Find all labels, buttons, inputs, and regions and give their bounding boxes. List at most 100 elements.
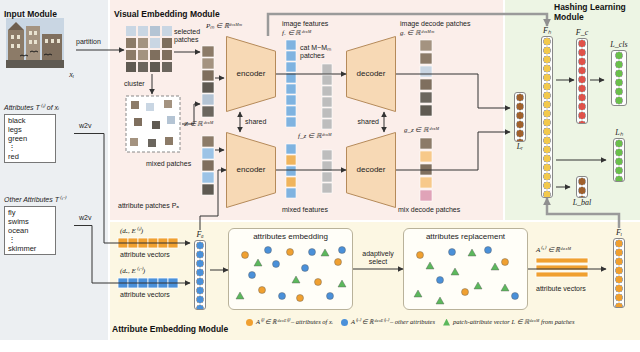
float-label: mixed features bbox=[282, 206, 328, 214]
point-cloud bbox=[236, 247, 519, 305]
connector bbox=[353, 269, 403, 270]
list-item: ⋮ bbox=[8, 235, 52, 244]
vector-column: Fₐ bbox=[190, 230, 210, 310]
trapezoid-block: decoder bbox=[346, 132, 396, 208]
key-swatch bbox=[246, 319, 253, 326]
float-label: A⁽ˢ⁾ ∈ ℝᵈᵃˣᴹ bbox=[536, 246, 571, 254]
float-label: f_z ∈ ℝᵈᵛˣᴹ bbox=[298, 132, 332, 140]
vector-column: Fᵢ bbox=[606, 228, 632, 308]
float-label: partition bbox=[76, 38, 101, 46]
connector bbox=[556, 187, 570, 188]
node-text: attributes embedding bbox=[229, 232, 352, 242]
vector-bar bbox=[611, 50, 627, 106]
connector-label: shared bbox=[357, 118, 380, 126]
word-list: blacklegsgreen⋮red bbox=[4, 114, 56, 163]
vector-bar bbox=[576, 38, 588, 124]
key-swatch bbox=[443, 319, 450, 326]
float-label: mix decode patches bbox=[398, 206, 460, 214]
connector-label: adaptively select bbox=[355, 250, 401, 266]
rounded-box: attributes replacement bbox=[403, 228, 528, 310]
list-item: skimmer bbox=[8, 244, 52, 253]
node-text: Fₐ bbox=[196, 230, 203, 240]
key-block: A⁽ⁱ⁾ ∈ ℝᵈᵃˣᴱ⁽ⁱ⁾ – attributes of xᵢ A⁽ⁱ⁻⁾ … bbox=[246, 318, 638, 326]
connector bbox=[268, 14, 547, 36]
node-text: Fᵢ bbox=[616, 228, 622, 238]
float-label: selected patches bbox=[174, 28, 202, 44]
float-label: attribute vectors bbox=[120, 251, 170, 259]
float-label: Z ∈ ℝᵈᵛˣᴹ bbox=[184, 120, 213, 128]
connector bbox=[396, 74, 510, 108]
connector bbox=[276, 170, 346, 171]
vector-column: L_bal bbox=[570, 176, 594, 208]
float-label: w2v bbox=[79, 122, 91, 130]
node-text: decoder bbox=[357, 165, 386, 175]
float-label: fₓ ∈ ℝᵈᵛˣᴹ bbox=[282, 29, 312, 37]
float-label: (dₐ, E⁽ⁱ⁾) bbox=[120, 227, 143, 235]
trapezoid-block: encoder bbox=[226, 36, 276, 112]
list-heading: Attributes T⁽ⁱ⁾ of xᵢ bbox=[4, 104, 74, 112]
connector bbox=[396, 132, 510, 170]
trapezoid-block: encoder bbox=[226, 132, 276, 208]
list-item: black bbox=[8, 116, 52, 125]
photo-art bbox=[6, 18, 64, 68]
list-item: ocean bbox=[8, 226, 52, 235]
connector bbox=[240, 112, 241, 132]
list-item: green bbox=[8, 134, 52, 143]
node-text: Lₕ bbox=[615, 128, 622, 138]
patch-columns bbox=[202, 40, 432, 201]
rounded-box: attributes embedding bbox=[228, 228, 353, 310]
connector bbox=[590, 80, 604, 81]
list-item: ⋮ bbox=[8, 143, 52, 152]
connector-label: shared bbox=[244, 118, 267, 126]
float-label: image features bbox=[282, 20, 328, 28]
float-label: image decode patches bbox=[400, 20, 470, 28]
group-box bbox=[126, 96, 180, 152]
float-label: w2v bbox=[79, 214, 91, 222]
node-text: Lᵣ bbox=[517, 142, 523, 152]
key-text: A⁽ⁱ⁻⁾ ∈ ℝᵈᵃˣᴱ⁽ⁱ⁻⁾ – other attributes bbox=[351, 318, 435, 326]
vector-column: Lₕ bbox=[606, 128, 632, 182]
connector bbox=[200, 170, 226, 230]
key-row: A⁽ⁱ⁻⁾ ∈ ℝᵈᵃˣᴱ⁽ⁱ⁻⁾ – other attributes bbox=[341, 318, 435, 326]
key-swatch bbox=[341, 319, 348, 326]
connector bbox=[556, 160, 606, 161]
vector-bar bbox=[576, 176, 588, 198]
node-text: L_cls bbox=[610, 40, 627, 50]
vector-column: Fₕ bbox=[538, 26, 556, 198]
vector-bar bbox=[541, 36, 553, 198]
key-text: patch-attribute vector L ∈ ℝᵈᵃˣᴹ from pa… bbox=[453, 318, 575, 326]
list-heading: Other Attributes T⁽ⁱ⁻⁾ bbox=[4, 196, 74, 204]
list-item: red bbox=[8, 152, 52, 161]
vector-column: Lᵣ bbox=[510, 92, 530, 152]
title-text: Input Module bbox=[4, 9, 57, 19]
node-text: Fₕ bbox=[543, 26, 551, 36]
connector bbox=[210, 270, 228, 271]
float-label: gₓ ∈ ℝᵈᵛˣᴹᵐ bbox=[400, 29, 434, 37]
connector bbox=[556, 80, 574, 81]
connector bbox=[528, 269, 606, 270]
node-text: F_c bbox=[576, 28, 588, 38]
node-text: L_bal bbox=[573, 198, 592, 208]
node-text: attributes replacement bbox=[404, 232, 527, 242]
word-list: flyswimsocean⋮skimmer bbox=[4, 206, 56, 255]
connector bbox=[547, 198, 619, 228]
key-text: A⁽ⁱ⁾ ∈ ℝᵈᵃˣᴱ⁽ⁱ⁾ – attributes of xᵢ bbox=[256, 318, 333, 326]
connector bbox=[276, 74, 346, 75]
vector-bars bbox=[118, 238, 588, 288]
vector-bar bbox=[194, 240, 206, 310]
key-row: patch-attribute vector L ∈ ℝᵈᵃˣᴹ from pa… bbox=[443, 318, 575, 326]
word-list-node: Attributes T⁽ⁱ⁾ of xᵢ blacklegsgreen⋮red bbox=[4, 104, 74, 163]
vector-column: L_cls bbox=[604, 40, 634, 106]
connector bbox=[384, 112, 385, 132]
title-text: Visual Embedding Module bbox=[114, 9, 220, 19]
float-label: cluster bbox=[124, 80, 145, 88]
title-text: Hashing Learning Module bbox=[554, 2, 638, 22]
connector bbox=[74, 226, 190, 284]
node-text: encoder bbox=[237, 69, 266, 79]
trapezoid-block: decoder bbox=[346, 36, 396, 112]
list-item: fly bbox=[8, 208, 52, 217]
patch-grid bbox=[126, 26, 172, 72]
list-item: legs bbox=[8, 125, 52, 134]
connector bbox=[74, 134, 190, 244]
title-text: Attribute Embedding Module bbox=[112, 324, 228, 334]
